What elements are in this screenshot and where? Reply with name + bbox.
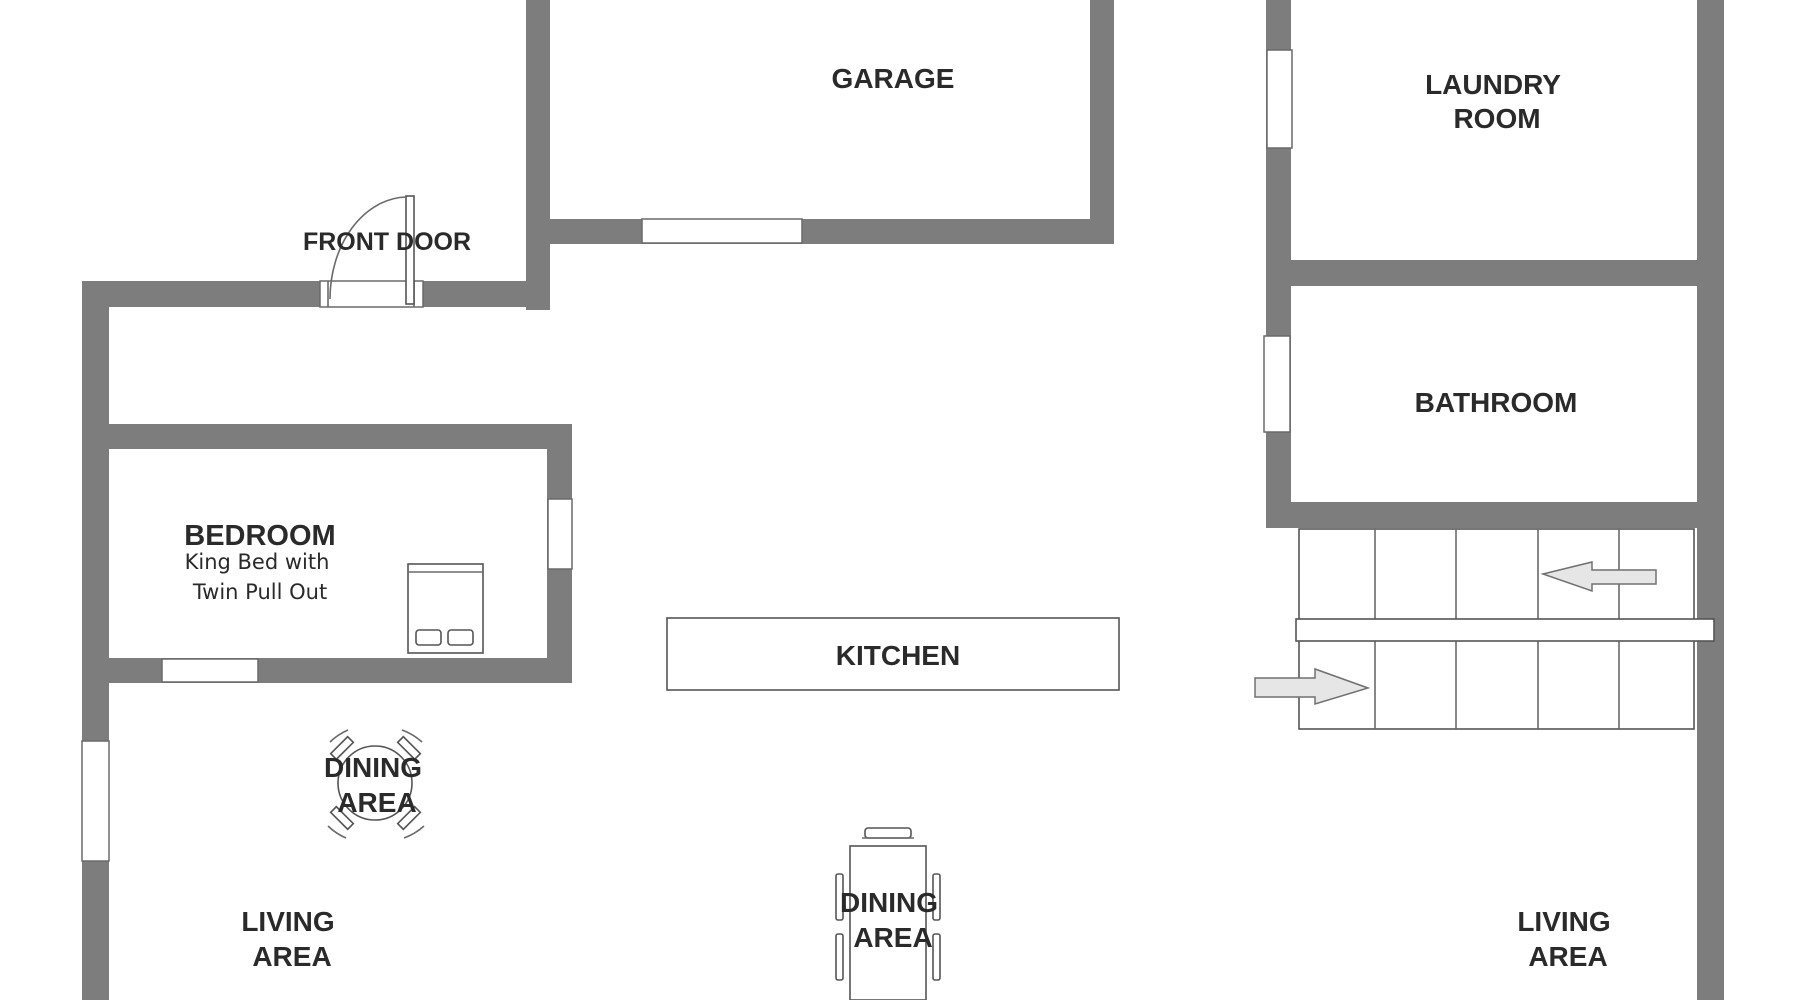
stair-landing-rail — [1295, 618, 1715, 642]
laundry-bottom-wall — [1266, 260, 1724, 286]
dining-area-left-label-line2: AREA — [337, 787, 416, 818]
laundry-room-label-line2: ROOM — [1453, 103, 1540, 134]
staircase — [1254, 528, 1715, 730]
garage-right-wall — [1090, 0, 1114, 244]
laundry-right-wall — [1697, 0, 1724, 285]
bathroom-window — [1263, 335, 1291, 433]
bedroom-bottom-wall — [82, 658, 572, 683]
walls — [82, 0, 1724, 1000]
rectangular-table-icon — [835, 827, 941, 1000]
bedroom-right-window — [547, 498, 573, 570]
garage-window — [641, 218, 803, 244]
dining-area-left-label: DINING — [324, 752, 422, 783]
front-door-swing-arc — [329, 196, 407, 300]
dining-area-center-label: DINING — [840, 887, 938, 918]
kitchen-label: KITCHEN — [836, 640, 960, 671]
garage-bottom-wall — [526, 219, 1114, 244]
dining-area-center-label-line2: AREA — [853, 922, 932, 953]
front-door — [319, 195, 424, 308]
round-table-icon — [327, 729, 425, 839]
bedroom-note-line2: Twin Pull Out — [192, 580, 327, 604]
bedroom-note-line1: King Bed with — [185, 550, 330, 574]
stair-down-arrow — [1254, 667, 1371, 706]
stair-up-arrow — [1540, 561, 1657, 593]
room-labels: GARAGE LAUNDRY ROOM FRONT DOOR BATHROOM … — [184, 63, 1610, 972]
living-area-left-label-line2: AREA — [252, 941, 331, 972]
laundry-window — [1266, 49, 1293, 149]
garage-left-wall — [526, 0, 550, 310]
bathroom-label: BATHROOM — [1415, 387, 1578, 418]
bedroom-top-wall — [82, 424, 572, 449]
bathroom-bottom-wall — [1266, 502, 1724, 528]
living-area-right-label: LIVING — [1517, 906, 1610, 937]
front-door-leaf — [405, 195, 415, 305]
left-wall-window — [81, 740, 110, 862]
front-door-label: FRONT DOOR — [303, 228, 471, 256]
entry-top-wall — [82, 281, 550, 307]
garage-label: GARAGE — [832, 63, 955, 94]
exterior-left-wall — [82, 281, 109, 1000]
bedroom-label: BEDROOM — [184, 520, 335, 552]
bed-icon — [407, 563, 484, 654]
living-area-left-label: LIVING — [241, 906, 334, 937]
kitchen-counter — [666, 617, 1120, 691]
living-area-right-label-line2: AREA — [1528, 941, 1607, 972]
bedroom-bottom-window — [161, 658, 259, 683]
laundry-room-label: LAUNDRY — [1425, 69, 1561, 100]
windows — [81, 49, 1293, 862]
